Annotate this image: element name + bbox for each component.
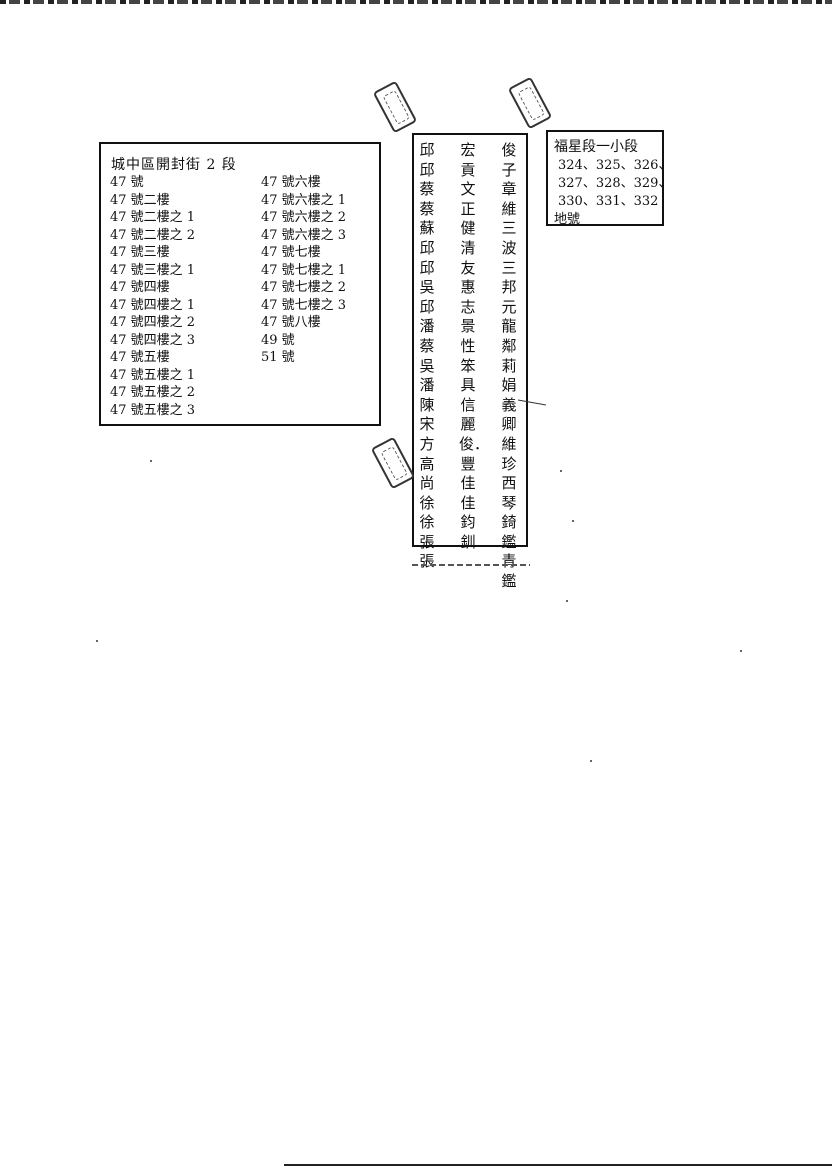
address-street-title: 城中區開封街 2 段 bbox=[111, 157, 237, 173]
owner-names-box: 俊子章維三波三邦元龍鄰莉娟義卿維珍西琴錡鑑青鑑 宏貢文正健清友惠志景性笨具信麗俊… bbox=[412, 133, 528, 590]
address-item: 51 號 bbox=[261, 350, 295, 365]
address-column-right: 47 號六樓 47 號六樓之 1 47 號六樓之 2 47 號六樓之 3 47 … bbox=[261, 174, 346, 367]
scan-speck bbox=[740, 650, 742, 652]
address-item: 47 號五樓之 3 bbox=[110, 402, 196, 418]
address-column-left: 47 號 47 號二樓 47 號二樓之 1 47 號二樓之 2 47 號三樓 4… bbox=[110, 174, 195, 419]
scan-edge-top bbox=[0, 0, 832, 4]
names-column-given-2: 宏貢文正健清友惠志景性笨具信麗俊．豐佳佳鈞釧 bbox=[459, 141, 490, 551]
address-item: 49 號 bbox=[261, 332, 295, 348]
address-item: 47 號四樓之 2 bbox=[110, 315, 196, 330]
address-item: 47 號二樓之 1 bbox=[110, 210, 196, 225]
scan-speck bbox=[150, 460, 152, 462]
address-list-box: 城中區開封街 2 段 47 號 47 號二樓 47 號二樓之 1 47 號二樓之… bbox=[99, 142, 381, 426]
address-item: 47 號三樓 bbox=[110, 245, 170, 260]
address-item: 47 號三樓之 1 bbox=[110, 262, 196, 278]
address-item: 47 號六樓 bbox=[261, 175, 321, 190]
parcel-numbers-line-3: 330、331、332 bbox=[558, 194, 659, 209]
names-column-given-1: 俊子章維三波三邦元龍鄰莉娟義卿維珍西琴錡鑑青鑑 bbox=[501, 141, 517, 591]
address-item: 47 號 bbox=[110, 175, 144, 190]
address-item: 47 號四樓 bbox=[110, 280, 170, 295]
scan-speck bbox=[572, 520, 574, 522]
address-item: 47 號五樓之 2 bbox=[110, 385, 196, 400]
address-item: 47 號二樓 bbox=[110, 192, 170, 208]
address-item: 47 號七樓之 3 bbox=[261, 297, 347, 313]
address-item: 47 號六樓之 1 bbox=[261, 192, 347, 208]
address-item: 47 號五樓 bbox=[110, 350, 170, 365]
scan-speck bbox=[590, 760, 592, 762]
address-item: 47 號四樓之 3 bbox=[110, 332, 196, 348]
scan-speck bbox=[566, 600, 568, 602]
address-item: 47 號六樓之 3 bbox=[261, 227, 347, 243]
names-column-surname: 邱邱蔡蔡蘇邱邱吳邱潘蔡吳潘陳宋方高尚徐徐張張 bbox=[419, 141, 435, 571]
address-item: 47 號七樓之 2 bbox=[261, 280, 347, 295]
land-parcel-box: 福星段一小段 324、325、326、 327、328、329、 330、331… bbox=[546, 130, 671, 227]
parcel-section-title: 福星段一小段 bbox=[554, 139, 638, 155]
scan-speck bbox=[96, 640, 98, 642]
scan-edge-bottom bbox=[284, 1164, 832, 1166]
scan-speck bbox=[560, 470, 562, 472]
parcel-numbers-line-2: 327、328、329、 bbox=[558, 176, 672, 191]
address-item: 47 號五樓之 1 bbox=[110, 367, 196, 383]
parcel-label: 地號 bbox=[554, 212, 581, 227]
address-item: 47 號八樓 bbox=[261, 315, 321, 330]
parcel-numbers-line-1: 324、325、326、 bbox=[558, 158, 672, 173]
address-item: 47 號六樓之 2 bbox=[261, 210, 347, 225]
address-item: 47 號二樓之 2 bbox=[110, 227, 196, 243]
address-item: 47 號七樓之 1 bbox=[261, 262, 347, 278]
address-item: 47 號七樓 bbox=[261, 245, 321, 260]
address-item: 47 號四樓之 1 bbox=[110, 297, 196, 313]
